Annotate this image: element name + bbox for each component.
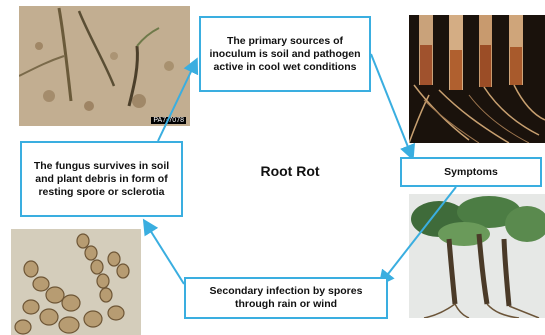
arrow-bottom-to-left xyxy=(142,218,185,285)
seedling-soil-photo: PA7-7078 xyxy=(19,6,190,126)
fungal-spores-micrograph xyxy=(11,229,141,335)
fungus-survival-box: The fungus survives in soil and plant de… xyxy=(20,141,183,217)
infected-plant-photo xyxy=(409,194,545,318)
symptoms-text: Symptoms xyxy=(444,165,498,178)
fungus-survival-text: The fungus survives in soil and plant de… xyxy=(33,159,170,198)
primary-inoculum-text: The primary sources of inoculum is soil … xyxy=(209,34,361,73)
symptoms-box: Symptoms xyxy=(400,157,542,187)
rotted-roots-photo xyxy=(409,15,545,143)
primary-inoculum-box: The primary sources of inoculum is soil … xyxy=(199,16,371,92)
secondary-infection-box: Secondary infection by spores through ra… xyxy=(184,277,388,319)
arrow-top-to-symptoms xyxy=(370,53,415,161)
secondary-infection-text: Secondary infection by spores through ra… xyxy=(209,285,363,310)
diagram-title: Root Rot xyxy=(260,163,320,179)
arrow-left-to-top xyxy=(157,57,199,142)
arrow-symptoms-to-bottom xyxy=(378,186,457,287)
